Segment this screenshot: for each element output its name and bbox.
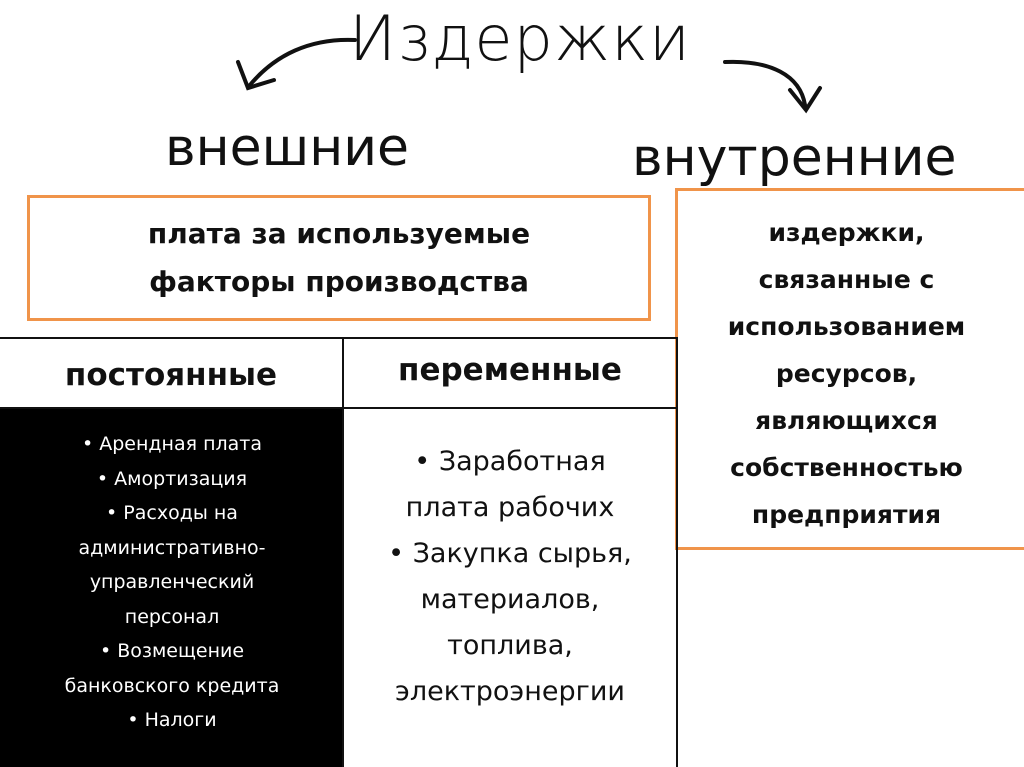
list-item: Закупка сырья, — [344, 531, 676, 577]
text-line: плата за используемые — [147, 217, 531, 250]
list-item: Расходы на — [0, 496, 344, 531]
list-item: Налоги — [0, 703, 344, 738]
external-box: плата за используемые факторы производств… — [27, 195, 651, 321]
text-line: являющихся — [755, 405, 938, 435]
text-line: факторы производства — [149, 265, 529, 298]
list-item: Возмещение — [0, 634, 344, 669]
text-line: использованием — [727, 311, 966, 341]
internal-label: внутренние — [632, 128, 957, 188]
text-line: собственностью — [730, 452, 963, 482]
internal-box: издержки, связанные с использованием ресурс… — [675, 188, 1024, 550]
list-item: персонал — [124, 605, 220, 628]
variable-header: переменные — [342, 337, 678, 409]
list-item: плата рабочих — [405, 492, 615, 523]
list-item: Амортизация — [0, 462, 344, 497]
list-item: топлива, — [447, 630, 573, 661]
arrow-right-icon — [723, 59, 807, 107]
list-item: Арендная плата — [0, 427, 344, 462]
list-item: управленческий — [89, 571, 255, 593]
variable-cell: Заработная плата рабочихЗакупка сырья, мат… — [342, 409, 678, 767]
list-item: материалов, — [420, 584, 600, 615]
text-line: связанные с — [758, 264, 935, 294]
list-item: Заработная — [344, 439, 676, 485]
external-label: внешние — [165, 118, 410, 178]
list-item: административно- — [78, 536, 266, 559]
text-line: издержки, — [768, 217, 925, 247]
fixed-header: постоянные — [0, 337, 344, 409]
text-line: предприятия — [751, 499, 942, 529]
text-line: ресурсов, — [775, 358, 918, 388]
list-item: банковского кредита — [64, 674, 280, 697]
fixed-cell: Арендная платаАмортизацияРасходы на админ… — [0, 409, 344, 767]
arrow-left-icon — [248, 37, 357, 87]
title: Издержки — [349, 2, 691, 75]
list-item: электроэнергии — [395, 676, 625, 707]
